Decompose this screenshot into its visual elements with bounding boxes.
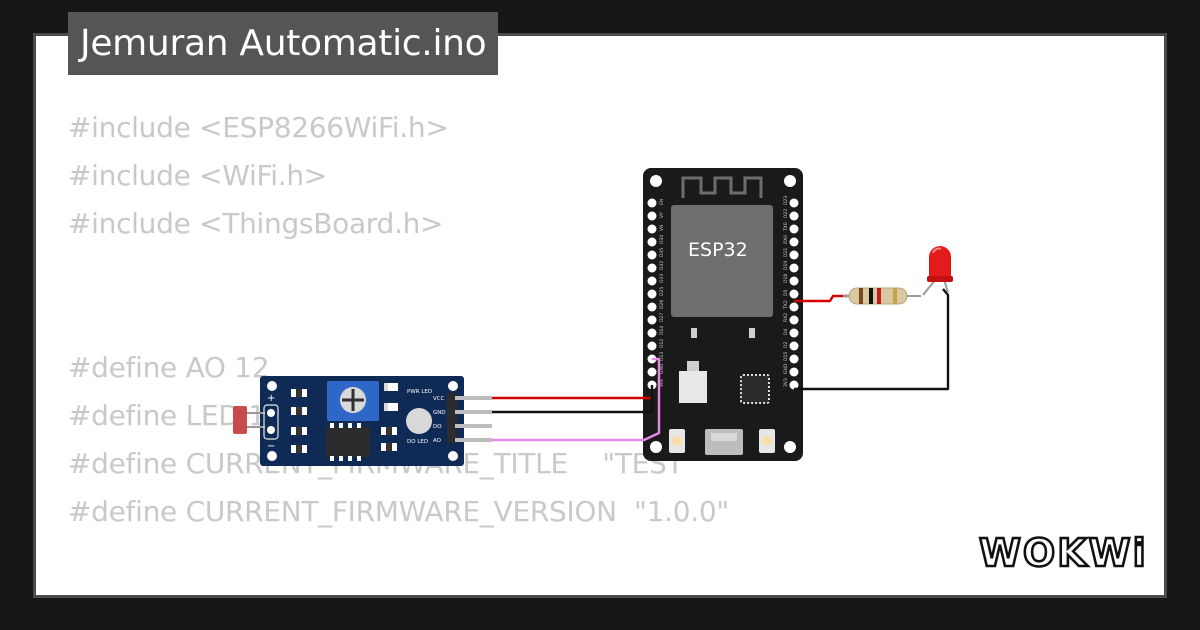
right-pin-header (789, 198, 799, 390)
pin-label-left: D26 (659, 300, 665, 309)
pin-label-right: D21 (783, 248, 789, 257)
sensor-pin-gnd: GND (433, 410, 446, 416)
pin-label-right: GND (783, 363, 789, 374)
wire-ao (490, 357, 661, 442)
pin-label-left: D14 (659, 326, 665, 335)
pwr-led-label: PWR LED (407, 389, 432, 395)
pin-label-right: RX0 (783, 235, 789, 244)
sensor-pin-vcc: VCC (433, 396, 445, 402)
red-led[interactable] (922, 246, 953, 296)
code-line: #define LED 14 (68, 399, 284, 432)
pin-label-left: D33 (659, 274, 665, 283)
pin-label-right: TX2 (783, 300, 789, 310)
code-line: #include <WiFi.h> (68, 159, 327, 192)
wire-gnd (490, 385, 654, 414)
wire-led-signal (794, 294, 851, 303)
project-title[interactable]: Jemuran Automatic.ino (68, 12, 499, 75)
code-line: #include <ESP8266WiFi.h> (68, 111, 449, 144)
preview-frame: #include <ESP8266WiFi.h> #include <WiFi.… (33, 33, 1167, 598)
code-line: #define WIFI_SSID "Wokwi-GUEST" (68, 584, 1164, 595)
pin-label-left: GND (659, 363, 665, 374)
pin-label-right: D4 (783, 329, 789, 335)
pin-label-left: D32 (659, 261, 665, 270)
plus-label: + (267, 393, 275, 404)
pin-label-right: D18 (783, 274, 789, 283)
wire-led-gnd (794, 288, 950, 391)
pin-label-left: D25 (659, 287, 665, 296)
code-line: #define AO 12 (68, 351, 270, 384)
pin-label-right: D19 (783, 261, 789, 270)
code-line: #define CURRENT_FIRMWARE_VERSION "1.0.0" (68, 495, 729, 528)
resistor[interactable] (843, 287, 921, 305)
wokwi-logo: WOKWi (978, 530, 1148, 577)
pin-label-left: VP (659, 212, 665, 218)
pin-label-right: TX0 (783, 222, 789, 232)
pin-label-right: D5 (783, 290, 789, 296)
pin-label-right: D23 (783, 196, 789, 205)
wires (490, 288, 950, 442)
wokwi-wordmark: WOKWi (979, 531, 1148, 575)
pin-label-left: VN (659, 225, 665, 231)
sensor-pin-do: DO (433, 424, 442, 430)
code-line: #include <ThingsBoard.h> (68, 207, 444, 240)
esp32-board[interactable]: ESP32 EN V (643, 168, 803, 461)
pin-label-left: VIN (659, 379, 665, 387)
circuit-diagram: ESP32 EN V (233, 168, 953, 466)
pin-label-right: D15 (783, 352, 789, 361)
do-led-label: DO LED (407, 439, 428, 445)
pin-label-left: D34 (659, 235, 665, 244)
pin-label-left: D35 (659, 248, 665, 257)
pin-label-right: RX2 (783, 313, 789, 322)
left-pin-header (647, 198, 657, 390)
pin-label-right: D22 (783, 209, 789, 218)
code-preview: #include <ESP8266WiFi.h> #include <WiFi.… (68, 104, 1164, 595)
sensor-pin-ao: AO (433, 438, 442, 444)
chip-label: ESP32 (688, 239, 748, 261)
pin-label-right: 3V3 (783, 378, 789, 387)
sensor-module[interactable]: + − PWR LED DO LED (233, 376, 492, 466)
pin-label-left: D12 (659, 339, 665, 348)
minus-label: − (267, 441, 275, 452)
pin-label-left: EN (659, 199, 665, 205)
pin-label-right: D2 (783, 342, 789, 348)
pin-label-left: D13 (659, 352, 665, 361)
pin-label-left: D27 (659, 313, 665, 322)
